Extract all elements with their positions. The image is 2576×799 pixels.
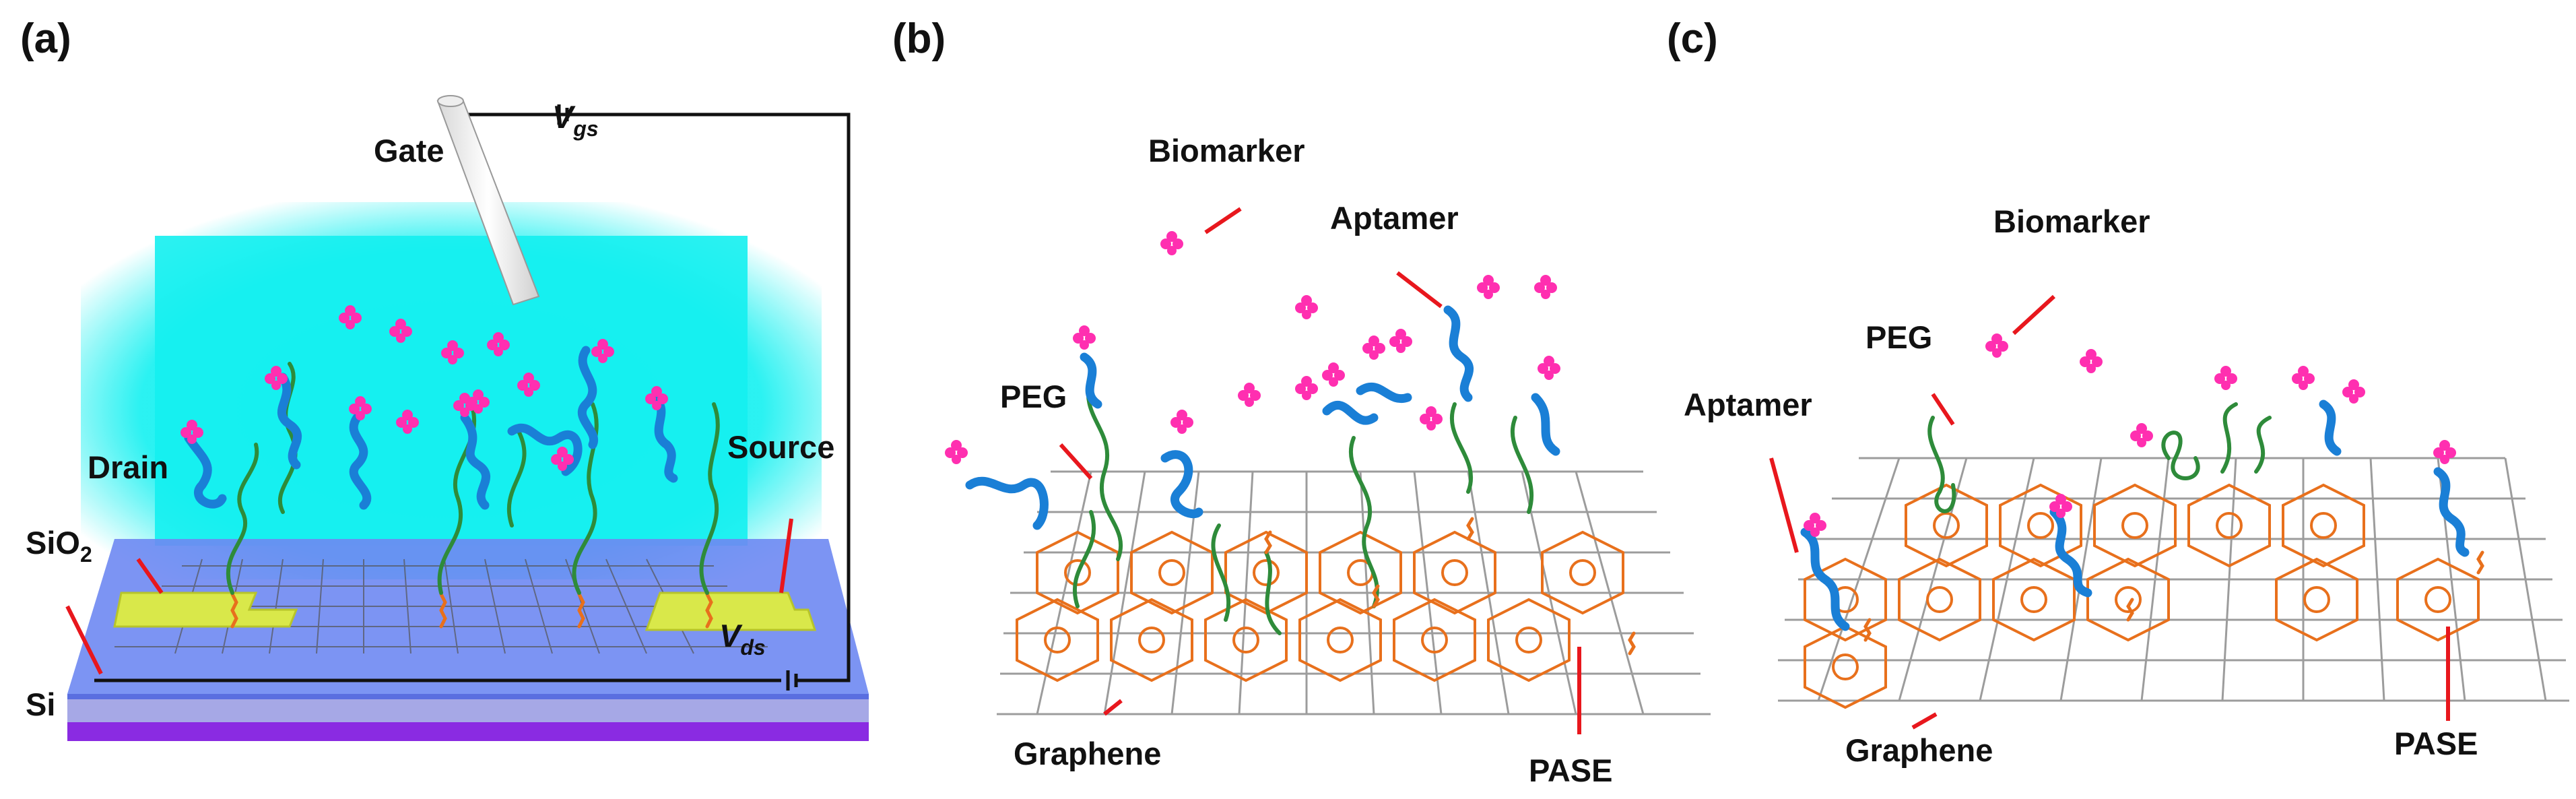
aptamer-label-b: Aptamer — [1330, 200, 1459, 236]
biomarker-label-b: Biomarker — [1148, 133, 1305, 168]
biomarker-molecule-icon — [1538, 356, 1560, 380]
biomarker-molecule-icon — [1420, 406, 1443, 430]
vgs-label: Vgs — [552, 99, 599, 141]
pase-label-c: PASE — [2394, 726, 2478, 761]
graphene-sheet-c — [1778, 457, 2569, 709]
circuit-wires — [94, 104, 851, 691]
sio2-label: SiO2 — [26, 525, 92, 567]
graphene-sheet-b — [997, 470, 1711, 715]
si-layer — [67, 694, 869, 722]
peg-label-c: PEG — [1865, 319, 1932, 355]
gate-electrode — [436, 95, 540, 306]
gate-label: Gate — [374, 133, 444, 168]
biomarker-molecule-icon — [1322, 362, 1345, 387]
biomarkers-b — [945, 231, 1560, 464]
biomarker-molecule-icon — [1389, 329, 1412, 353]
biomarker-molecule-icon — [2433, 440, 2456, 464]
biomarker-molecule-icon — [2130, 423, 2153, 447]
si-layer-bottom — [67, 721, 869, 741]
biomarker-molecule-icon — [1477, 275, 1500, 299]
aptamer-strands-a — [184, 346, 720, 629]
biomarker-molecule-icon — [1985, 333, 2008, 358]
biomarker-molecule-icon — [1295, 295, 1318, 319]
pointers-a — [65, 518, 793, 675]
panel-c-letter: (c) — [1667, 15, 1718, 62]
biomarker-molecule-icon — [1534, 275, 1557, 299]
si-label: Si — [26, 686, 55, 722]
biomarker-molecule-icon — [945, 440, 968, 464]
panel-a: (a) — [20, 15, 869, 741]
drain-label: Drain — [88, 449, 168, 485]
biomarker-molecule-icon — [2214, 366, 2237, 390]
biomarker-molecule-icon — [1362, 335, 1385, 360]
panel-b: (b) — [892, 15, 1711, 788]
panel-c: (c) — [1667, 15, 2569, 768]
graphene-label-b: Graphene — [1014, 736, 1161, 771]
aptamer-strands-b — [965, 305, 1636, 656]
biomarker-molecule-icon — [2080, 349, 2103, 373]
drain-electrode — [113, 592, 298, 628]
biomarker-molecule-icon — [1170, 410, 1193, 434]
pase-label-b: PASE — [1529, 753, 1613, 788]
biomarker-molecule-icon — [2292, 366, 2315, 390]
vds-label: Vds — [719, 618, 766, 660]
peg-label-b: PEG — [1000, 379, 1067, 414]
sio2-layer — [67, 539, 869, 694]
pointers-b — [1059, 207, 1581, 734]
aptamer-strands-c — [1800, 399, 2484, 642]
biomarker-label-c: Biomarker — [1993, 203, 2150, 239]
source-label: Source — [727, 429, 834, 465]
aptamer-label-c: Aptamer — [1684, 387, 1812, 422]
pointers-c — [1769, 294, 2450, 730]
biomarkers-c — [1804, 333, 2456, 537]
biomarker-molecule-icon — [1238, 383, 1261, 407]
biomarker-molecule-icon — [1073, 325, 1096, 350]
source-electrode — [645, 592, 817, 631]
panel-a-letter: (a) — [20, 15, 71, 62]
panel-b-letter: (b) — [892, 15, 946, 62]
biomarker-molecule-icon — [2342, 379, 2365, 404]
graphene-label-c: Graphene — [1845, 732, 1993, 768]
biomarker-molecule-icon — [1160, 231, 1183, 255]
device-substrate — [67, 539, 869, 741]
biomarker-molecule-icon — [1295, 376, 1318, 400]
